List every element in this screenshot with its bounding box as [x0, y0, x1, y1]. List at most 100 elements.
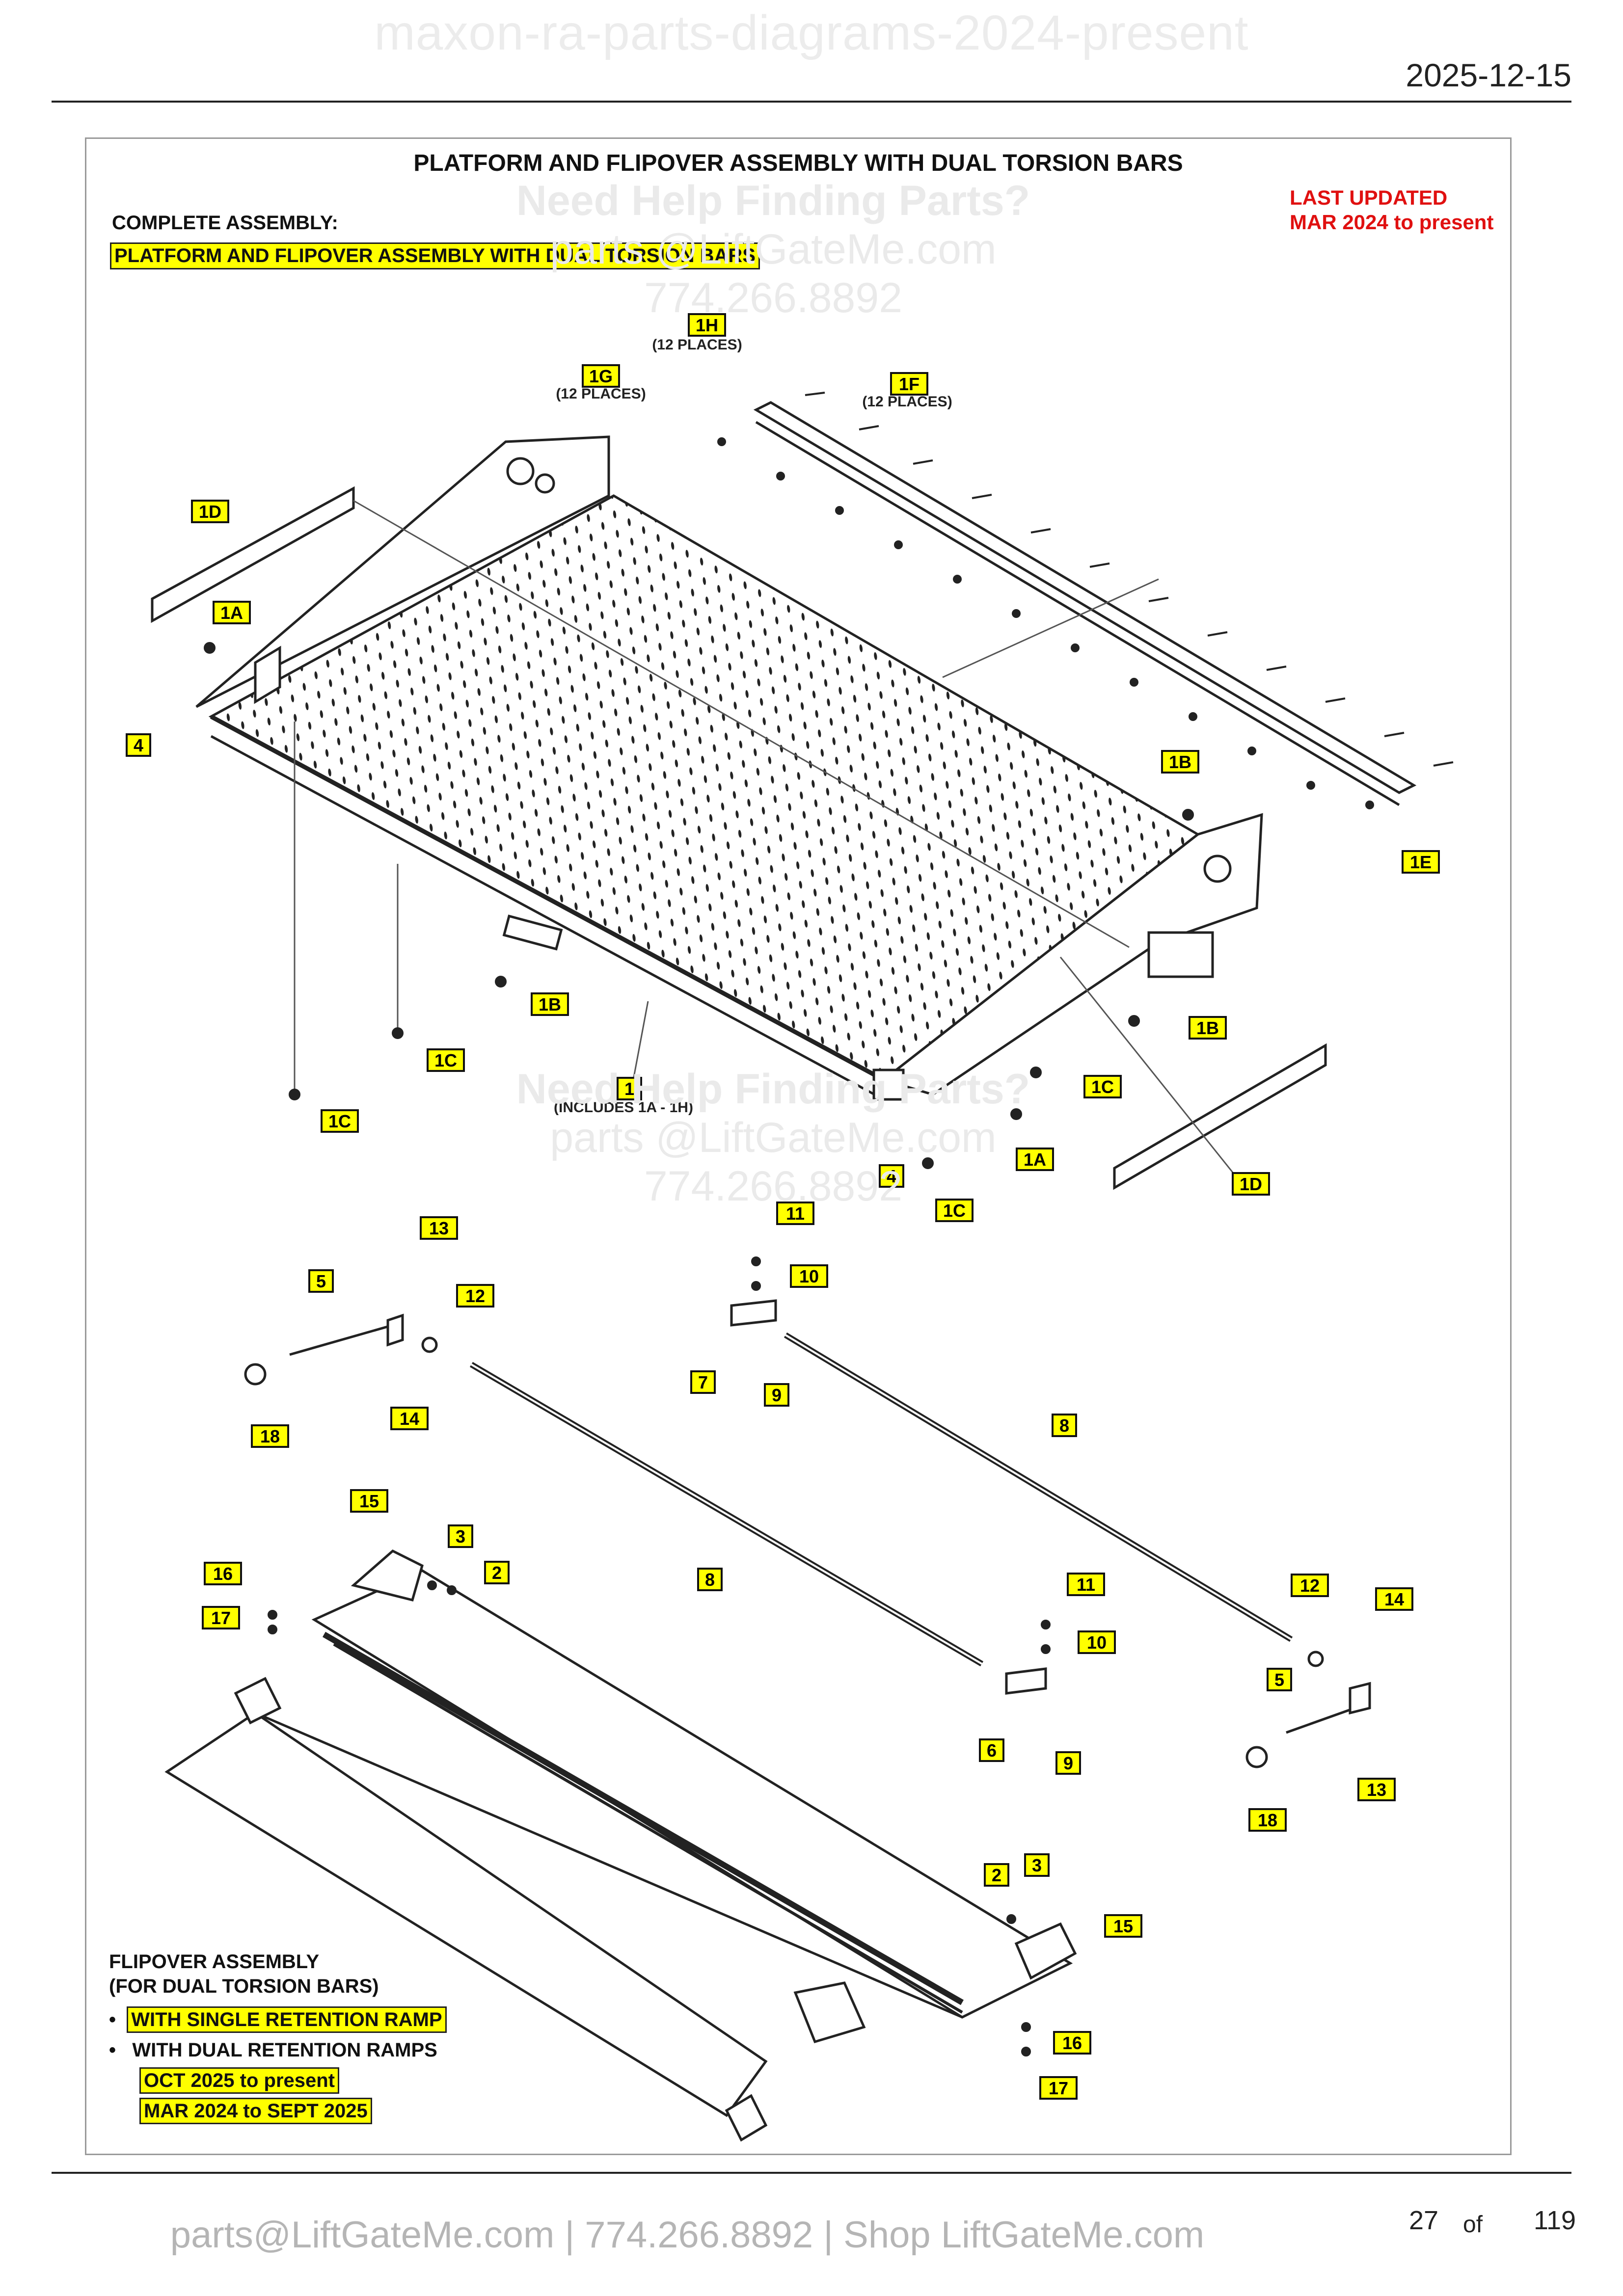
callout-1a: 1A	[1016, 1148, 1054, 1171]
callout-label: 12	[465, 1286, 485, 1306]
callout-1b: 1B	[1189, 1016, 1227, 1040]
callout-box	[456, 1284, 494, 1308]
callout-box	[1024, 1853, 1050, 1877]
callout-label: 9	[772, 1385, 782, 1405]
callout-4: 4	[126, 733, 151, 757]
callout-box	[688, 313, 726, 337]
callout-1e: 1E	[1402, 850, 1440, 874]
callout-9: 9	[1055, 1751, 1081, 1775]
flipover-subtitle: (FOR DUAL TORSION BARS)	[109, 1976, 379, 1997]
callout-label: 14	[400, 1409, 419, 1429]
callout-label: 11	[786, 1203, 805, 1224]
callout-box	[1078, 1630, 1116, 1654]
shim-1d-left	[151, 486, 355, 623]
callout-box	[1016, 1148, 1054, 1171]
callout-box	[890, 372, 928, 396]
callout-label: 1C	[1091, 1077, 1114, 1097]
callout-13: 13	[420, 1216, 458, 1240]
page-number: 27	[1409, 2206, 1439, 2235]
callout-1a: 1A	[213, 601, 251, 624]
callout-box	[1357, 1778, 1396, 1801]
callout-box	[1291, 1574, 1329, 1597]
callout-label: 1E	[1410, 852, 1432, 872]
diagram-title: PLATFORM AND FLIPOVER ASSEMBLY WITH DUAL…	[413, 150, 1183, 176]
callout-box	[1067, 1573, 1105, 1596]
callout-box	[1053, 2031, 1091, 2055]
callout-label: 1B	[539, 994, 561, 1015]
callout-14: 14	[390, 1407, 429, 1430]
callout-1c: 1C	[321, 1109, 359, 1133]
callout-13: 13	[1357, 1778, 1396, 1801]
callout-box	[1052, 1414, 1077, 1437]
callout-5: 5	[308, 1269, 334, 1293]
callout-1b: 1B	[531, 992, 569, 1016]
callout-box	[697, 1568, 723, 1591]
flipover-title: FLIPOVER ASSEMBLY	[109, 1951, 320, 1973]
callout-label: 13	[1367, 1780, 1386, 1800]
callout-box	[427, 1048, 465, 1072]
callout-box	[1039, 2076, 1078, 2100]
callout-box	[484, 1561, 510, 1584]
callout-label: 3	[456, 1526, 465, 1547]
callout-box	[202, 1606, 240, 1629]
callout-1d: 1D	[1232, 1172, 1270, 1196]
callout-box	[776, 1201, 814, 1225]
callout-label: 10	[1087, 1632, 1107, 1653]
bolts	[717, 392, 1454, 809]
callout-label: 1C	[943, 1201, 966, 1221]
callout-7: 7	[690, 1370, 716, 1394]
callout-label: 8	[1059, 1415, 1069, 1436]
callout-label: 4	[134, 735, 143, 755]
callout-label: 12	[1300, 1575, 1320, 1596]
callout-box	[582, 364, 620, 388]
callout-label: 5	[1274, 1670, 1284, 1690]
callout-box	[617, 1077, 642, 1100]
callout-1g: 1G	[582, 364, 620, 388]
small-hardware	[204, 642, 1194, 2056]
platform-assembly	[151, 401, 1417, 1190]
callout-label: 2	[992, 1865, 1001, 1885]
callout-box	[531, 992, 569, 1016]
callout-1f: 1F	[890, 372, 928, 396]
callout-box	[213, 601, 251, 624]
callout-label: 1B	[1196, 1018, 1219, 1038]
flipover-legend: FLIPOVER ASSEMBLY (FOR DUAL TORSION BARS…	[109, 1949, 447, 2124]
callout-label: 1D	[1240, 1174, 1262, 1194]
callout-9: 9	[764, 1383, 789, 1407]
callout-box	[1189, 1016, 1227, 1040]
callout-box	[1402, 850, 1440, 874]
callout-label: 15	[1113, 1916, 1133, 1936]
callout-label: 14	[1384, 1589, 1404, 1609]
callout-label: 2	[492, 1563, 502, 1583]
last-updated: LAST UPDATED MAR 2024 to present	[1290, 186, 1493, 235]
callout-box	[984, 1863, 1009, 1887]
page-of: of	[1463, 2212, 1483, 2238]
callout-1b: 1B	[1161, 750, 1199, 774]
callout-box	[879, 1164, 904, 1188]
watermark-phone-text: 774.266.8892	[644, 1163, 903, 1210]
note-includes: (INCLUDES 1A - 1H)	[554, 1099, 693, 1116]
callout-14: 14	[1375, 1587, 1413, 1611]
callout-6: 6	[979, 1738, 1004, 1762]
callout-18: 18	[1248, 1808, 1287, 1832]
callout-box	[350, 1489, 388, 1513]
footer-contact-links[interactable]: parts@LiftGateMe.com | 774.266.8892 | Sh…	[170, 2214, 1205, 2256]
last-updated-label: LAST UPDATED	[1290, 186, 1448, 209]
callout-1d: 1D	[191, 500, 229, 523]
callout-1: 1	[617, 1077, 642, 1100]
callout-box	[1248, 1808, 1287, 1832]
callout-label: 15	[359, 1491, 379, 1511]
callout-label: 5	[316, 1271, 326, 1291]
watermark-email-text: parts @LiftGateMe.com	[550, 226, 997, 273]
flipover-option-single-text: WITH SINGLE RETENTION RAMP	[127, 2006, 447, 2033]
callout-box	[790, 1264, 828, 1288]
callout-label: 11	[1077, 1575, 1095, 1595]
flipover-option-dual-text: WITH DUAL RETENTION RAMPS	[132, 2039, 437, 2061]
callout-label: 1H	[696, 315, 718, 335]
callout-box	[321, 1109, 359, 1133]
callout-11: 11	[1067, 1573, 1105, 1596]
note-1h-places: (12 PLACES)	[652, 337, 742, 353]
note-1g-places: (12 PLACES)	[556, 386, 646, 402]
callout-17: 17	[202, 1606, 240, 1629]
